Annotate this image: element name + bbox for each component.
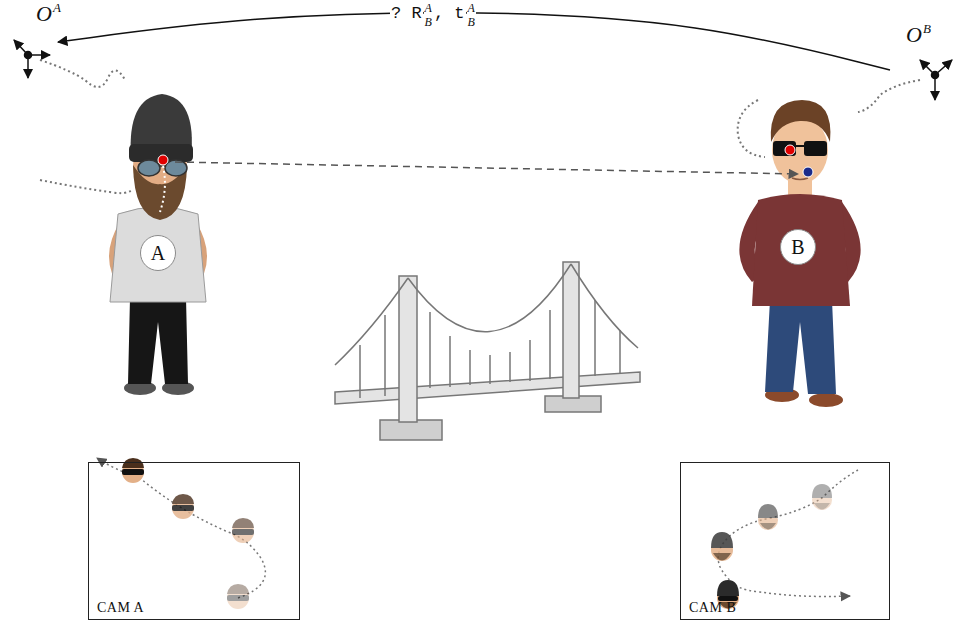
illustration-part: [360, 300, 620, 398]
illustration-part: [773, 141, 796, 156]
illustration-part: [792, 178, 808, 180]
illustration-part: [399, 276, 417, 422]
illustration-part: [571, 264, 638, 348]
illustration-part: [232, 518, 254, 528]
trajectories: [40, 60, 920, 193]
illustration-part: [430, 310, 550, 388]
camera-label: CAM A: [97, 601, 144, 615]
frame-superscript: B: [923, 22, 931, 35]
transform-label: , t: [433, 4, 466, 23]
transform-arrow: [58, 13, 890, 70]
illustration-part: [110, 207, 206, 302]
transform-subscript: B: [424, 15, 433, 29]
illustration-part: [227, 584, 249, 609]
illustration-part: [803, 167, 813, 177]
illustration-part: [172, 494, 194, 519]
illustration-part: [380, 420, 442, 440]
camera-label: CAM B: [689, 601, 736, 615]
transform-label: ? R: [390, 4, 423, 23]
cam-a-trajectory: [97, 458, 265, 609]
illustration-part: [718, 470, 858, 597]
illustration-part: [711, 532, 733, 561]
frame-symbol: O: [906, 24, 922, 46]
illustration-part: [932, 72, 939, 79]
illustration-part: [804, 141, 827, 156]
illustration-part: [760, 523, 776, 530]
illustration-part: [227, 584, 249, 594]
illustration-part: [138, 160, 160, 176]
illustration-part: [408, 264, 571, 332]
camera-view-box: CAM A: [88, 462, 300, 620]
illustration-part: [795, 145, 805, 147]
person-a: [109, 94, 207, 395]
line-of-sight: [175, 162, 798, 174]
transform-superscript: A: [424, 1, 433, 15]
cam-b-trajectory: [711, 470, 858, 609]
illustration-part: [814, 503, 830, 510]
camera-view-box: CAM B: [680, 462, 890, 620]
frame-superscript: A: [53, 1, 61, 14]
illustration-part: [738, 100, 765, 157]
illustration-part: [160, 166, 165, 212]
illustration-part: [172, 505, 194, 511]
illustration-part: [717, 580, 739, 596]
person-b: [739, 100, 860, 407]
illustration-part: [122, 458, 144, 468]
illustration-part: [812, 484, 832, 510]
frame-b: [920, 60, 952, 100]
illustration-part: [97, 458, 265, 598]
illustration-part: [40, 180, 132, 193]
transform-superscript: A: [467, 1, 476, 15]
illustration-part: [232, 518, 254, 543]
illustration-part: [812, 484, 832, 498]
illustration-part: [40, 60, 125, 87]
illustration-part: [809, 393, 843, 407]
bridge-model: [335, 262, 640, 440]
transform-subscript: B: [467, 15, 476, 29]
illustration-part: [172, 494, 194, 504]
illustration-part: [711, 532, 733, 548]
illustration-part: [752, 194, 850, 306]
illustration-part: [758, 504, 778, 530]
person-label-circle: A: [140, 235, 176, 271]
illustration-part: [25, 52, 32, 59]
illustration-part: [785, 145, 795, 155]
illustration-part: [335, 264, 638, 398]
person-letter: A: [151, 243, 165, 263]
frame-symbol: O: [36, 3, 52, 25]
illustration-part: [758, 504, 778, 518]
illustration-part: [158, 155, 168, 165]
illustration-part: [771, 100, 831, 142]
person-letter: B: [791, 237, 804, 257]
illustration-part: [563, 262, 579, 398]
illustration-part: [858, 80, 920, 112]
person-label-circle: B: [780, 229, 816, 265]
illustration-part: [713, 553, 731, 561]
illustration-part: [227, 595, 249, 601]
illustration-part: [128, 298, 188, 384]
illustration-part: [232, 529, 254, 535]
frame-a: [14, 40, 50, 78]
illustration-part: [122, 469, 144, 475]
illustration-part: [335, 278, 408, 365]
illustration-part: [765, 300, 836, 394]
